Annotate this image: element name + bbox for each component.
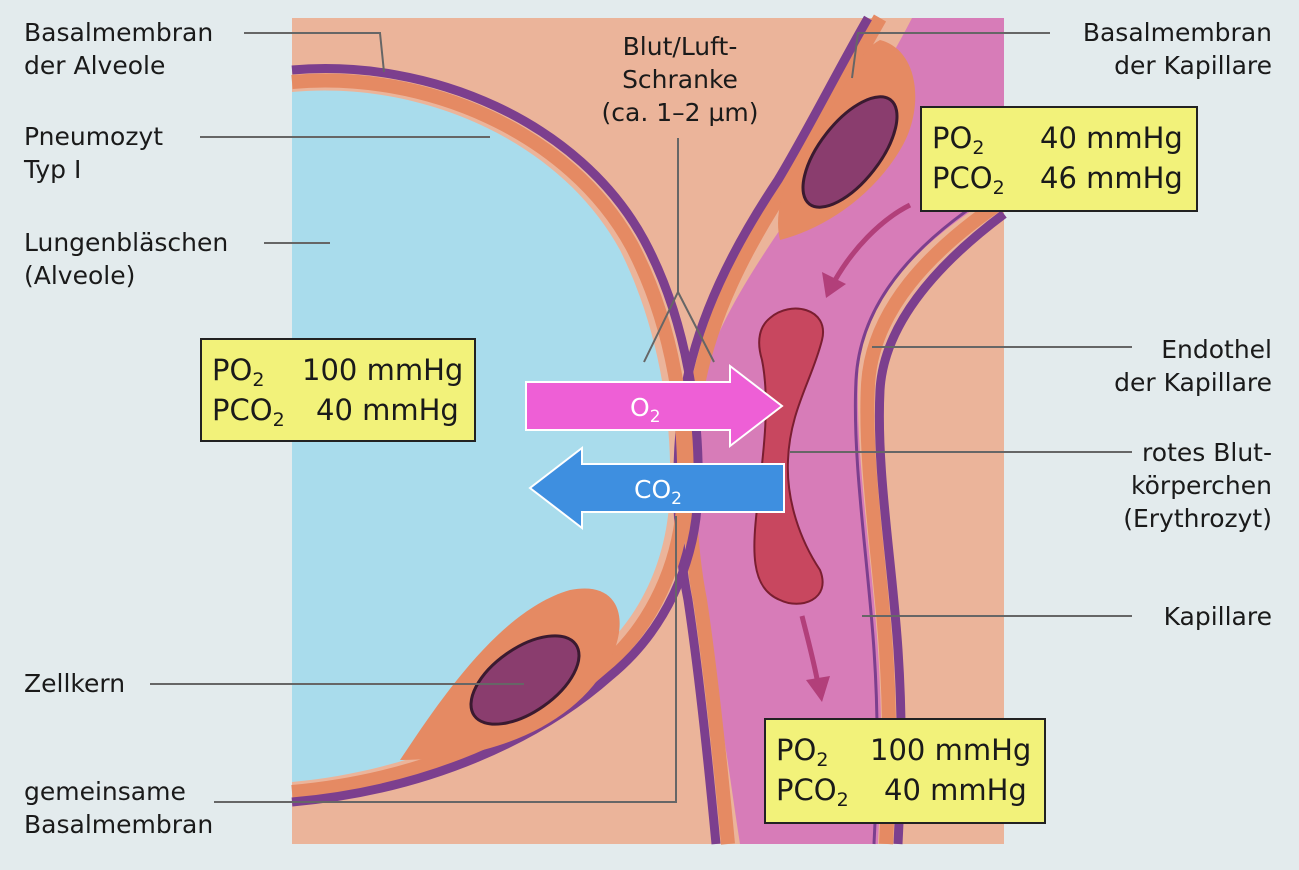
label-line: gemeinsame: [24, 777, 186, 806]
leader-gemeinsame: [214, 516, 677, 803]
info-box-kapillare-bottom: PO2 100 mmHg PCO2 40 mmHg: [764, 718, 1046, 824]
pco2-value: 46 mmHg: [1040, 161, 1183, 195]
info-box-kapillare-top: PO2 40 mmHg PCO2 46 mmHg: [920, 106, 1198, 212]
pco2-key: PCO2: [212, 393, 285, 431]
po2-value: 40 mmHg: [1040, 121, 1183, 155]
label-line: Basalmembran: [1082, 18, 1272, 47]
label-erythrozyt: rotes Blut- körperchen (Erythrozyt): [1040, 436, 1272, 535]
info-box-alveole: PO2 100 mmHg PCO2 40 mmHg: [200, 338, 476, 442]
box-row-pco2: PCO2 40 mmHg: [776, 770, 1034, 810]
label-line: Schranke: [622, 65, 738, 94]
label-line: Typ I: [24, 155, 82, 184]
co2-arrow: [528, 445, 785, 531]
o2-arrow-label: O2: [630, 393, 661, 427]
blood-flow-arrow-bottom: [799, 615, 821, 685]
pco2-value: 40 mmHg: [884, 773, 1027, 807]
pco2-value: 40 mmHg: [316, 393, 459, 427]
label-line: der Kapillare: [1114, 368, 1272, 397]
capillary-lumen: [685, 18, 1004, 844]
label-line: (ca. 1–2 µm): [601, 98, 759, 127]
label-line: Pneumozyt: [24, 122, 164, 151]
label-line: Lungenbläschen: [24, 228, 229, 257]
box-row-po2: PO2 100 mmHg: [776, 730, 1034, 770]
co2-arrow-label: CO2: [634, 475, 682, 509]
endothelial-nucleus: [801, 95, 899, 209]
leader-basalmembran-alveole: [244, 32, 385, 73]
label-line: Basalmembran: [24, 18, 214, 47]
pco2-key: PCO2: [776, 773, 849, 811]
label-zellkern: Zellkern: [24, 667, 125, 700]
po2-key: PO2: [932, 121, 985, 159]
label-line: rotes Blut-: [1142, 438, 1272, 467]
o2-arrow: [525, 363, 784, 449]
box-row-pco2: PCO2 40 mmHg: [212, 390, 464, 430]
po2-value: 100 mmHg: [302, 353, 464, 387]
label-line: Basalmembran: [24, 810, 214, 839]
label-pneumozyt: Pneumozyt Typ I: [24, 120, 163, 186]
label-line: der Kapillare: [1114, 51, 1272, 80]
label-line: (Alveole): [24, 261, 136, 290]
pneumocyte-nucleus: [469, 634, 581, 726]
label-basalmembran-kapillare: Basalmembran der Kapillare: [1040, 16, 1272, 82]
box-row-pco2: PCO2 46 mmHg: [932, 158, 1186, 198]
po2-key: PO2: [776, 733, 829, 771]
label-kapillare: Kapillare: [1040, 600, 1272, 633]
label-line: (Erythrozyt): [1123, 504, 1272, 533]
po2-value: 100 mmHg: [870, 733, 1032, 767]
label-basalmembran-alveole: Basalmembran der Alveole: [24, 16, 213, 82]
box-row-po2: PO2 100 mmHg: [212, 350, 464, 390]
label-endothel: Endothel der Kapillare: [1040, 333, 1272, 399]
label-blut-luft-schranke: Blut/Luft- Schranke (ca. 1–2 µm): [560, 30, 800, 129]
leader-lines: [150, 32, 1132, 803]
label-gemeinsame-basalmembran: gemeinsame Basalmembran: [24, 775, 213, 841]
label-line: körperchen: [1131, 471, 1272, 500]
blood-flow-arrow-top: [831, 202, 912, 284]
po2-key: PO2: [212, 353, 265, 391]
blood-flow-arrowhead-bottom: [806, 676, 830, 702]
label-line: der Alveole: [24, 51, 166, 80]
blood-flow-arrowhead-top: [822, 272, 846, 298]
label-lungenblaeschen: Lungenbläschen (Alveole): [24, 226, 228, 292]
label-line: Kapillare: [1163, 602, 1272, 631]
label-line: Endothel: [1161, 335, 1272, 364]
leader-basalmembran-kapillare: [851, 32, 1050, 79]
label-line: Zellkern: [24, 669, 126, 698]
label-line: Blut/Luft-: [622, 32, 738, 61]
box-row-po2: PO2 40 mmHg: [932, 118, 1186, 158]
leader-schranke-2: [677, 291, 715, 363]
pco2-key: PCO2: [932, 161, 1005, 199]
